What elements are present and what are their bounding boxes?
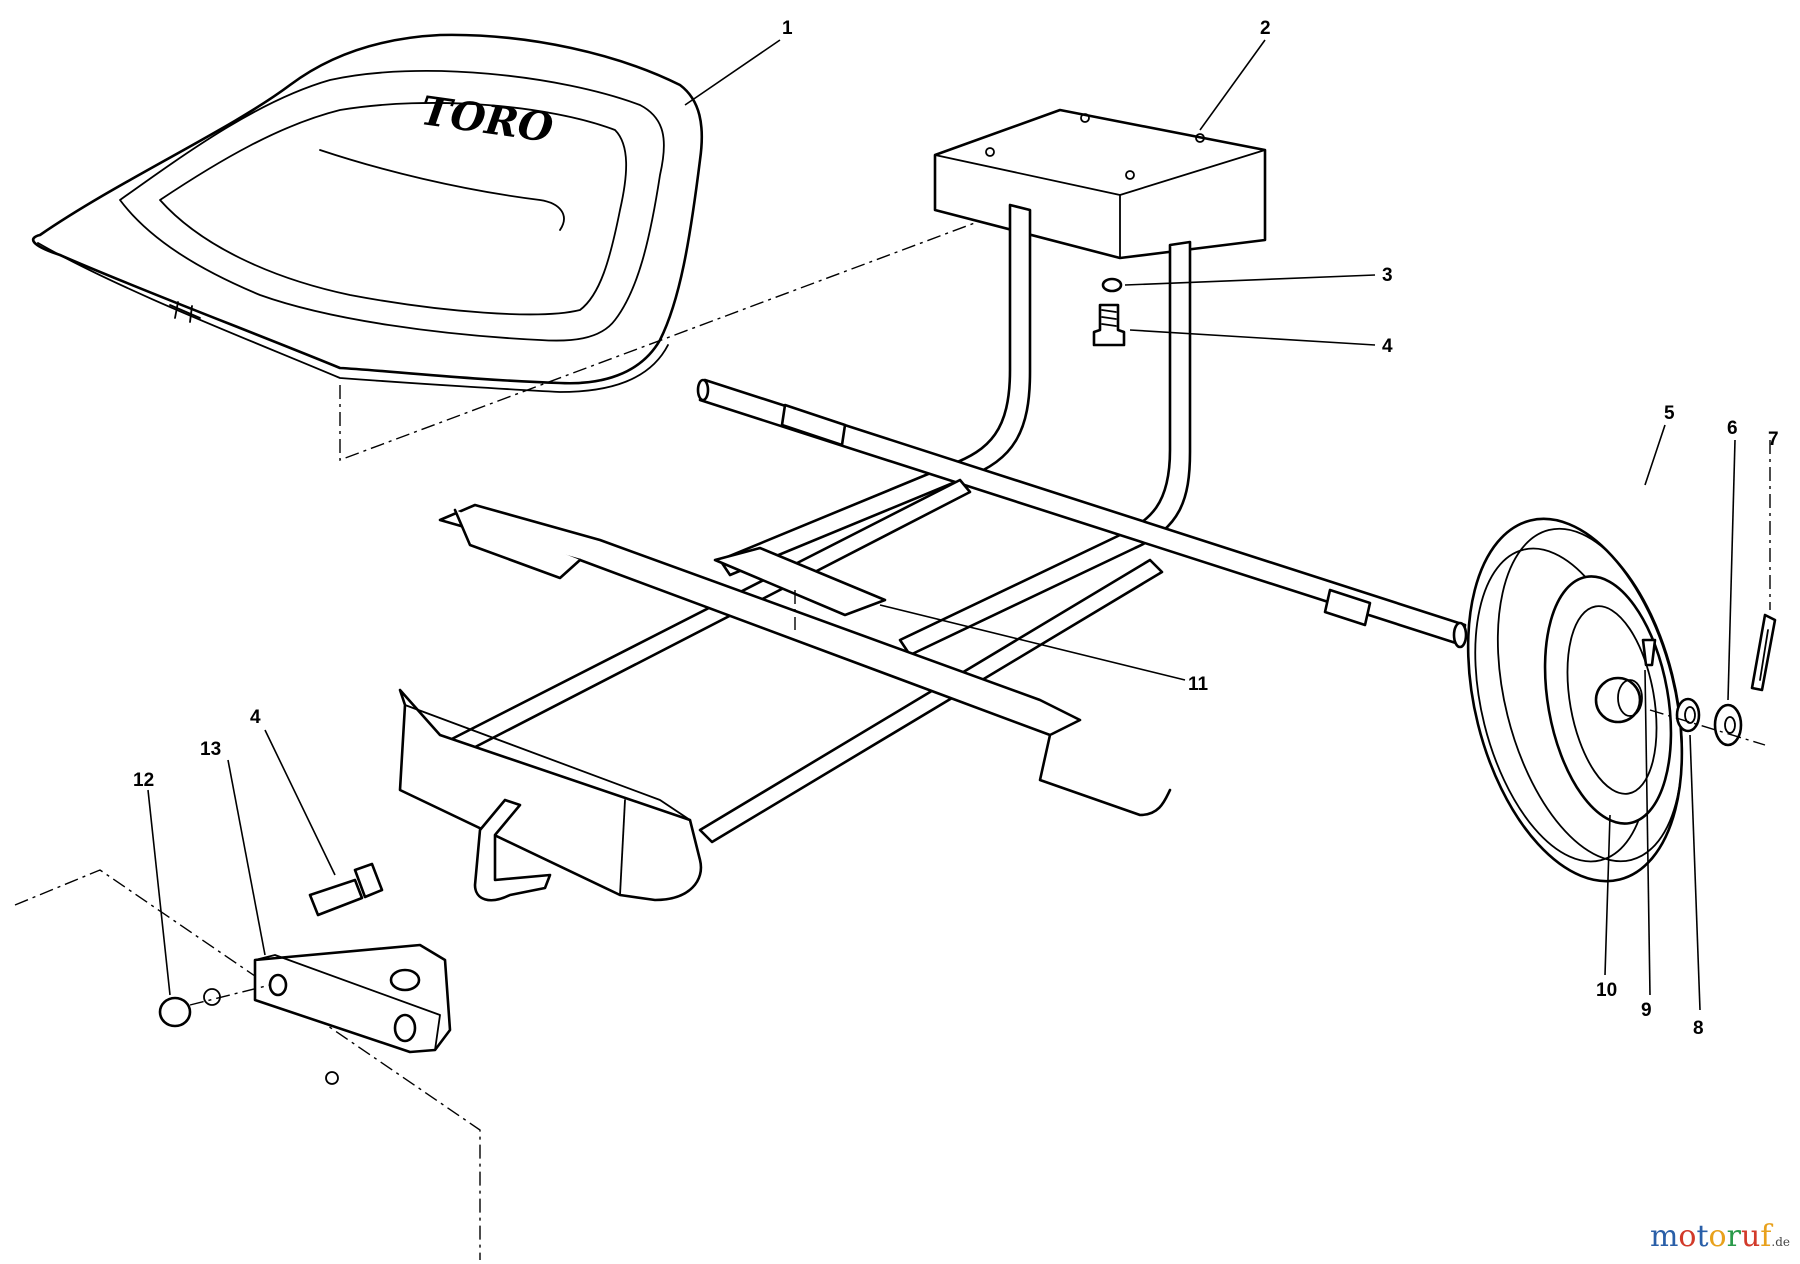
watermark-suffix: .de bbox=[1771, 1235, 1790, 1249]
callout-6: 6 bbox=[1727, 418, 1738, 439]
callout-1: 1 bbox=[782, 18, 793, 39]
hitch-bracket bbox=[253, 943, 452, 1054]
watermark-logo: motoruf.de bbox=[1650, 1219, 1790, 1254]
cotter-pin bbox=[1750, 613, 1777, 692]
alignment-line-seat bbox=[339, 164, 1131, 462]
callout-4: 4 bbox=[1382, 336, 1393, 357]
lock-nut bbox=[158, 988, 339, 1085]
alignment-line-hitch bbox=[189, 984, 271, 1006]
callout-13: 13 bbox=[200, 739, 221, 760]
cap-screw-hitch bbox=[308, 862, 384, 917]
callout-7: 7 bbox=[1768, 429, 1779, 450]
watermark-letter: o bbox=[1708, 1219, 1727, 1254]
frame-axle bbox=[398, 378, 1468, 902]
callout-8: 8 bbox=[1693, 1018, 1704, 1039]
watermark-text: motoruf bbox=[1650, 1219, 1771, 1254]
mounting-surface bbox=[14, 869, 481, 1260]
flat-washer bbox=[1713, 703, 1743, 747]
callout-4-hitch: 4 bbox=[250, 707, 261, 728]
callout-2: 2 bbox=[1260, 18, 1271, 39]
callout-3: 3 bbox=[1382, 265, 1393, 286]
seat: TORO bbox=[31, 33, 704, 393]
lock-washer bbox=[1101, 277, 1123, 293]
callout-11: 11 bbox=[1188, 674, 1209, 695]
callout-numbers: 1 2 3 4 5 6 7 8 9 10 11 12 13 4 bbox=[133, 18, 1779, 1039]
decal bbox=[713, 546, 887, 617]
callout-9: 9 bbox=[1641, 1000, 1652, 1021]
grease-fitting bbox=[1641, 638, 1657, 667]
callout-10: 10 bbox=[1596, 980, 1617, 1001]
watermark-letter: f bbox=[1760, 1219, 1772, 1254]
watermark-letter: u bbox=[1740, 1219, 1761, 1254]
cap-screw bbox=[1092, 303, 1126, 347]
watermark-letter: r bbox=[1726, 1219, 1741, 1254]
watermark-letter: t bbox=[1696, 1219, 1709, 1254]
callout-12: 12 bbox=[133, 770, 154, 791]
callout-5: 5 bbox=[1664, 403, 1675, 424]
alignment-line-wheel bbox=[1649, 709, 1766, 746]
washer bbox=[1675, 697, 1701, 733]
wheel-rim bbox=[1543, 575, 1673, 825]
watermark-letter: o bbox=[1678, 1219, 1697, 1254]
watermark-letter: m bbox=[1649, 1219, 1679, 1254]
callout-leaders bbox=[147, 39, 1736, 1011]
